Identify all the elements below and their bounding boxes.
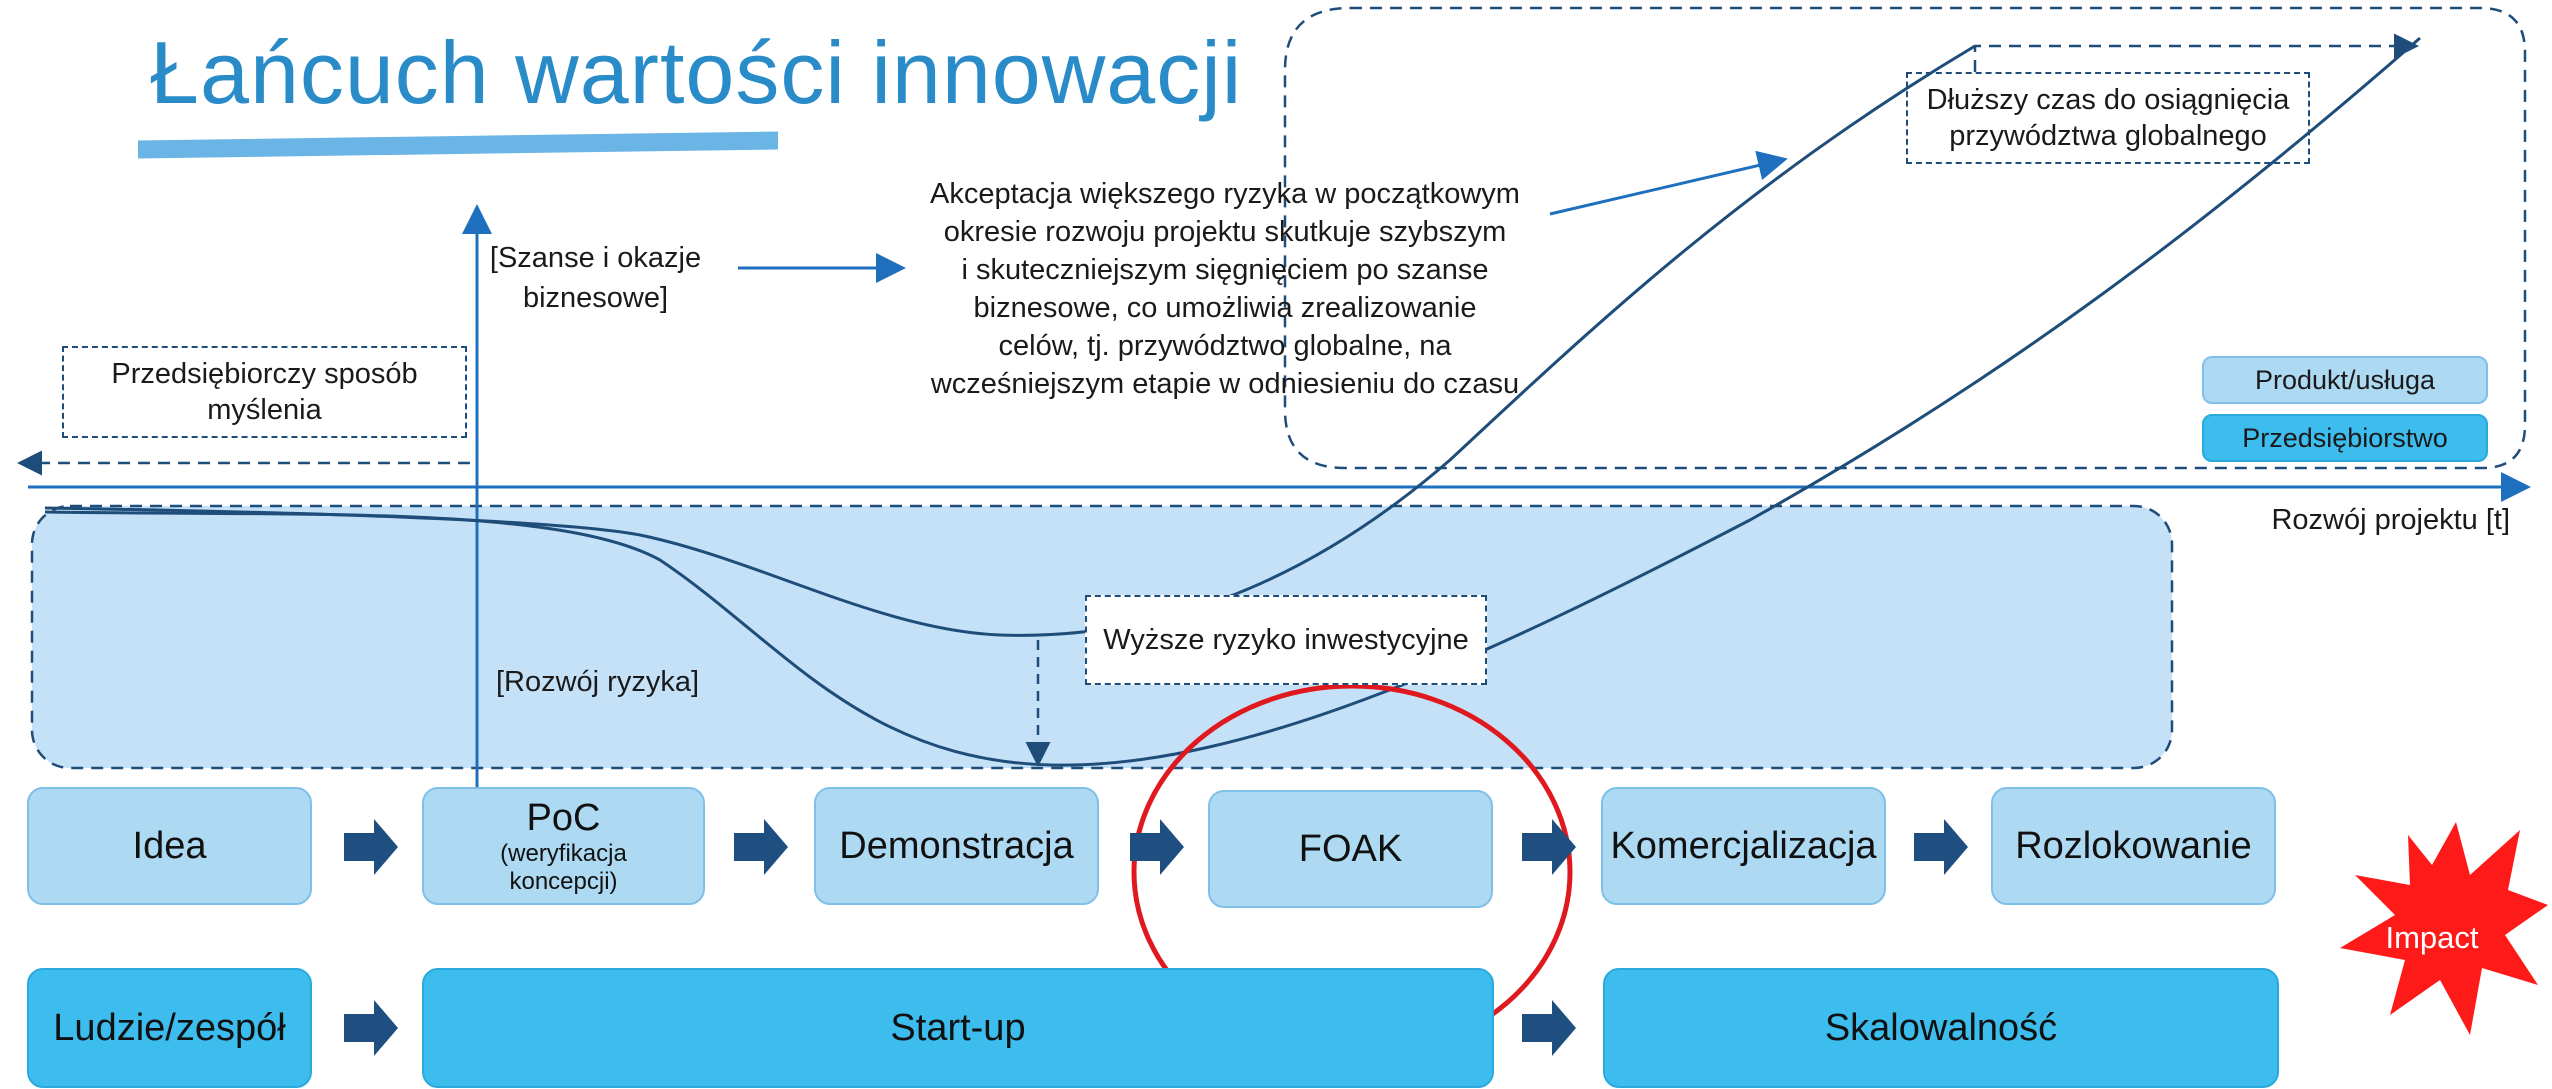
flow-arrow-6 xyxy=(344,1000,398,1056)
impact-star xyxy=(2340,822,2548,1035)
org-startup: Start-up xyxy=(422,968,1494,1088)
org-skalowalnosc: Skalowalność xyxy=(1603,968,2279,1088)
risk-label: [Rozwój ryzyka] xyxy=(495,666,700,698)
stage-poc-title: PoC xyxy=(526,796,601,839)
stage-poc: PoC (weryfikacja koncepcji) xyxy=(422,787,705,905)
akceptacja-arrow xyxy=(1549,150,1788,216)
flow-arrow-3 xyxy=(1130,819,1184,875)
axis-label: Rozwój projektu [t] xyxy=(2271,504,2510,536)
flow-arrow-1 xyxy=(344,819,398,875)
page-title: Łańcuch wartości innowacji xyxy=(150,23,1243,122)
stage-poc-sub2: koncepcji) xyxy=(509,867,618,895)
stage-poc-sub1: (weryfikacja xyxy=(500,840,627,868)
stage-demonstracja: Demonstracja xyxy=(814,787,1099,905)
outcome-region xyxy=(1283,6,2527,470)
flow-arrow-5 xyxy=(1914,819,1968,875)
curve-enterprise xyxy=(44,36,2421,767)
org-ludzie: Ludzie/zespół xyxy=(27,968,312,1088)
legend-enterprise: Przedsiębiorstwo xyxy=(2202,414,2488,462)
mindset-box: Przedsiębiorczy sposób myślenia xyxy=(62,346,467,438)
stage-idea: Idea xyxy=(27,787,312,905)
stage-foak: FOAK xyxy=(1208,790,1493,908)
flow-arrow-4 xyxy=(1522,819,1576,875)
akceptacja-text: Akceptacja większego ryzyka w początkowy… xyxy=(930,178,1520,400)
longer-time-box: Dłuższy czas do osiągnięcia przywództwa … xyxy=(1906,72,2310,164)
stage-komercjalizacja: Komercjalizacja xyxy=(1601,787,1886,905)
stage-rozlokowanie: Rozlokowanie xyxy=(1991,787,2276,905)
flow-arrow-7 xyxy=(1522,1000,1576,1056)
higher-risk-box: Wyższe ryzyko inwestycyjne xyxy=(1085,595,1487,685)
szanse-label: [Szanse i okazje biznesowe] xyxy=(489,242,702,314)
flow-arrow-2 xyxy=(734,819,788,875)
impact-label: Impact xyxy=(2385,920,2479,955)
legend-product: Produkt/usługa xyxy=(2202,356,2488,404)
